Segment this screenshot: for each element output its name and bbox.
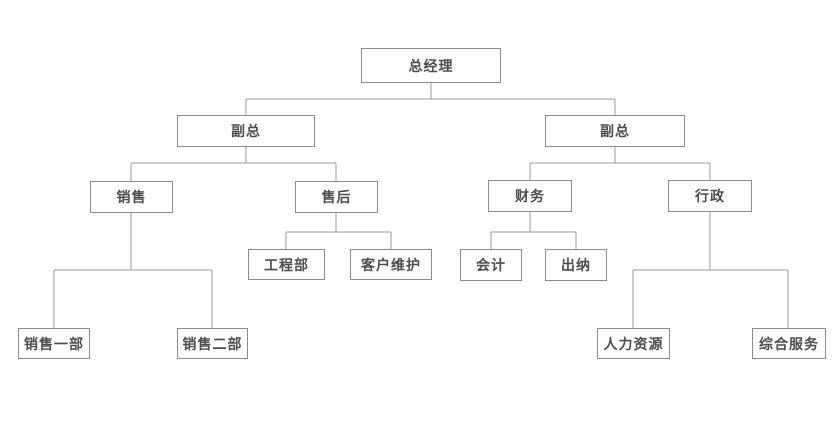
connector-sales-children [53,213,213,328]
connector-deputyleft-children [130,147,337,181]
org-node-hr[interactable]: 人力资源 [597,328,670,359]
org-node-deputy-left[interactable]: 副总 [177,115,315,147]
org-node-engineering[interactable]: 工程部 [248,249,325,280]
org-node-general-manager[interactable]: 总经理 [361,48,501,83]
org-node-accounting[interactable]: 会计 [460,249,522,281]
org-node-finance[interactable]: 财务 [488,180,572,212]
org-node-deputy-right[interactable]: 副总 [545,115,685,147]
org-node-customer-maintenance[interactable]: 客户维护 [350,249,432,280]
org-node-cashier[interactable]: 出纳 [545,249,607,281]
connector-admin-children [632,212,789,328]
connector-aftersales-children [285,213,392,249]
org-node-after-sales[interactable]: 售后 [295,181,378,213]
connector-finance-children [490,212,577,249]
org-node-general-services[interactable]: 综合服务 [752,328,826,359]
org-node-sales[interactable]: 销售 [90,181,173,213]
connector-gm-deputies [245,83,616,115]
org-node-sales-dept-2[interactable]: 销售二部 [177,328,248,359]
org-node-admin[interactable]: 行政 [668,180,752,212]
org-node-sales-dept-1[interactable]: 销售一部 [18,328,90,359]
connector-deputyright-children [529,147,711,180]
